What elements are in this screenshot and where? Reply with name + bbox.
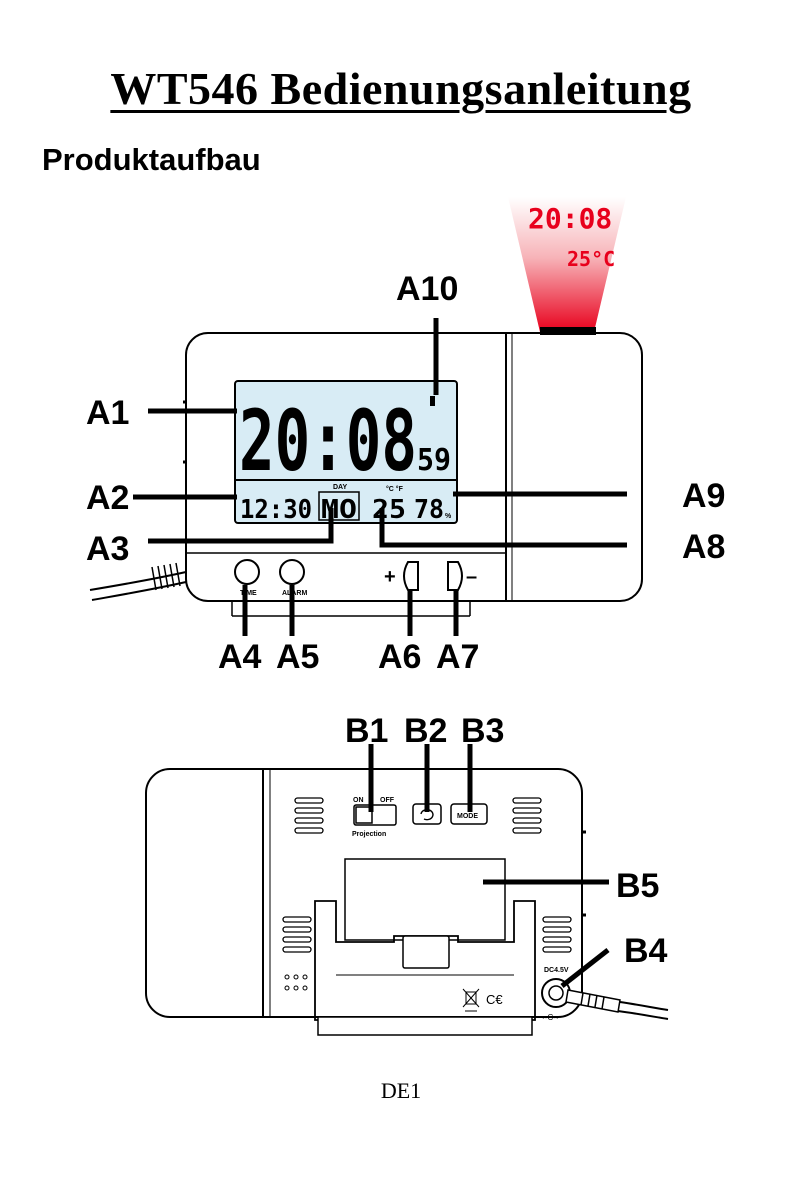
document-title: WT546 Bedienungsanleitung (110, 63, 692, 114)
rotate-icon (420, 808, 434, 821)
section-heading: Produktaufbau (42, 142, 261, 177)
callout-a5: A5 (276, 638, 319, 676)
callout-b5: B5 (616, 867, 659, 905)
stand-bottom-lip (317, 1016, 533, 1036)
vent-right-bottom (542, 916, 572, 953)
minus-button-label: – (466, 566, 477, 588)
plus-button-label: + (384, 566, 396, 588)
vent-left-bottom (282, 916, 312, 953)
lcd-seconds: 59 (417, 443, 451, 478)
battery-compartment (344, 858, 506, 941)
ce-mark-icon: C€ (486, 992, 503, 1007)
callout-b4: B4 (624, 932, 668, 970)
power-cable-front (89, 571, 187, 591)
lcd-humidity: 78 (414, 495, 444, 525)
callout-b3: B3 (461, 712, 504, 750)
alarm-button[interactable] (279, 559, 305, 585)
time-button[interactable] (234, 559, 260, 585)
vent-right-top (512, 797, 542, 834)
stand-tab (402, 935, 450, 969)
lcd-display (234, 380, 458, 524)
lcd-day: MO (321, 495, 357, 525)
lcd-humidity-unit: % (445, 513, 452, 520)
projection-beam (508, 197, 626, 332)
back-callout-lines (368, 744, 610, 988)
projection-switch-knob[interactable] (355, 806, 373, 824)
projected-temperature: 25°C (567, 247, 615, 271)
minus-button[interactable] (447, 561, 463, 591)
projected-time: 20:08 (528, 202, 612, 235)
weee-icon (462, 988, 480, 1012)
projector-top (540, 327, 596, 335)
plus-button[interactable] (403, 561, 419, 591)
lcd-temp-units: °C °F (386, 485, 404, 493)
callout-b2: B2 (404, 712, 447, 750)
speaker-holes (284, 974, 308, 991)
lcd-time: 20:08 (239, 392, 417, 490)
vent-left-top (294, 797, 324, 834)
callout-a7: A7 (436, 638, 479, 676)
time-button-label: TIME (240, 590, 257, 597)
power-cable-front-lower (91, 581, 187, 601)
cable-strain-relief (151, 562, 181, 591)
switch-caption: Projection (352, 831, 386, 838)
switch-on-label: ON (353, 797, 364, 804)
callout-a2: A2 (86, 479, 129, 517)
callout-a3: A3 (86, 530, 129, 568)
callout-b1: B1 (345, 712, 388, 750)
lcd-day-label: DAY (333, 484, 347, 491)
power-cable-back (619, 1001, 669, 1011)
callout-a1: A1 (86, 394, 129, 432)
front-callout-lines (133, 318, 627, 636)
callout-a8: A8 (682, 528, 725, 566)
lcd-temperature: 25 (372, 495, 406, 525)
alarm-button-label: ALARM (282, 590, 307, 597)
lcd-day-box (318, 491, 360, 521)
mode-button-label: MODE (457, 813, 478, 820)
power-jack-inner (548, 985, 564, 1001)
lcd-alarm: 12:30 (240, 495, 312, 525)
power-cable-back-lower (617, 1010, 669, 1020)
stand (314, 900, 536, 1021)
callout-a9: A9 (682, 477, 725, 515)
callout-a6: A6 (378, 638, 421, 676)
lcd-bell-icon (430, 396, 435, 406)
switch-off-label: OFF (380, 797, 395, 804)
page-number: DE1 (380, 1078, 422, 1103)
callout-a4: A4 (218, 638, 262, 676)
power-label: DC4.5V (544, 967, 569, 974)
polarity-icon: •-C-• (542, 1013, 559, 1022)
callout-a10: A10 (396, 270, 458, 308)
